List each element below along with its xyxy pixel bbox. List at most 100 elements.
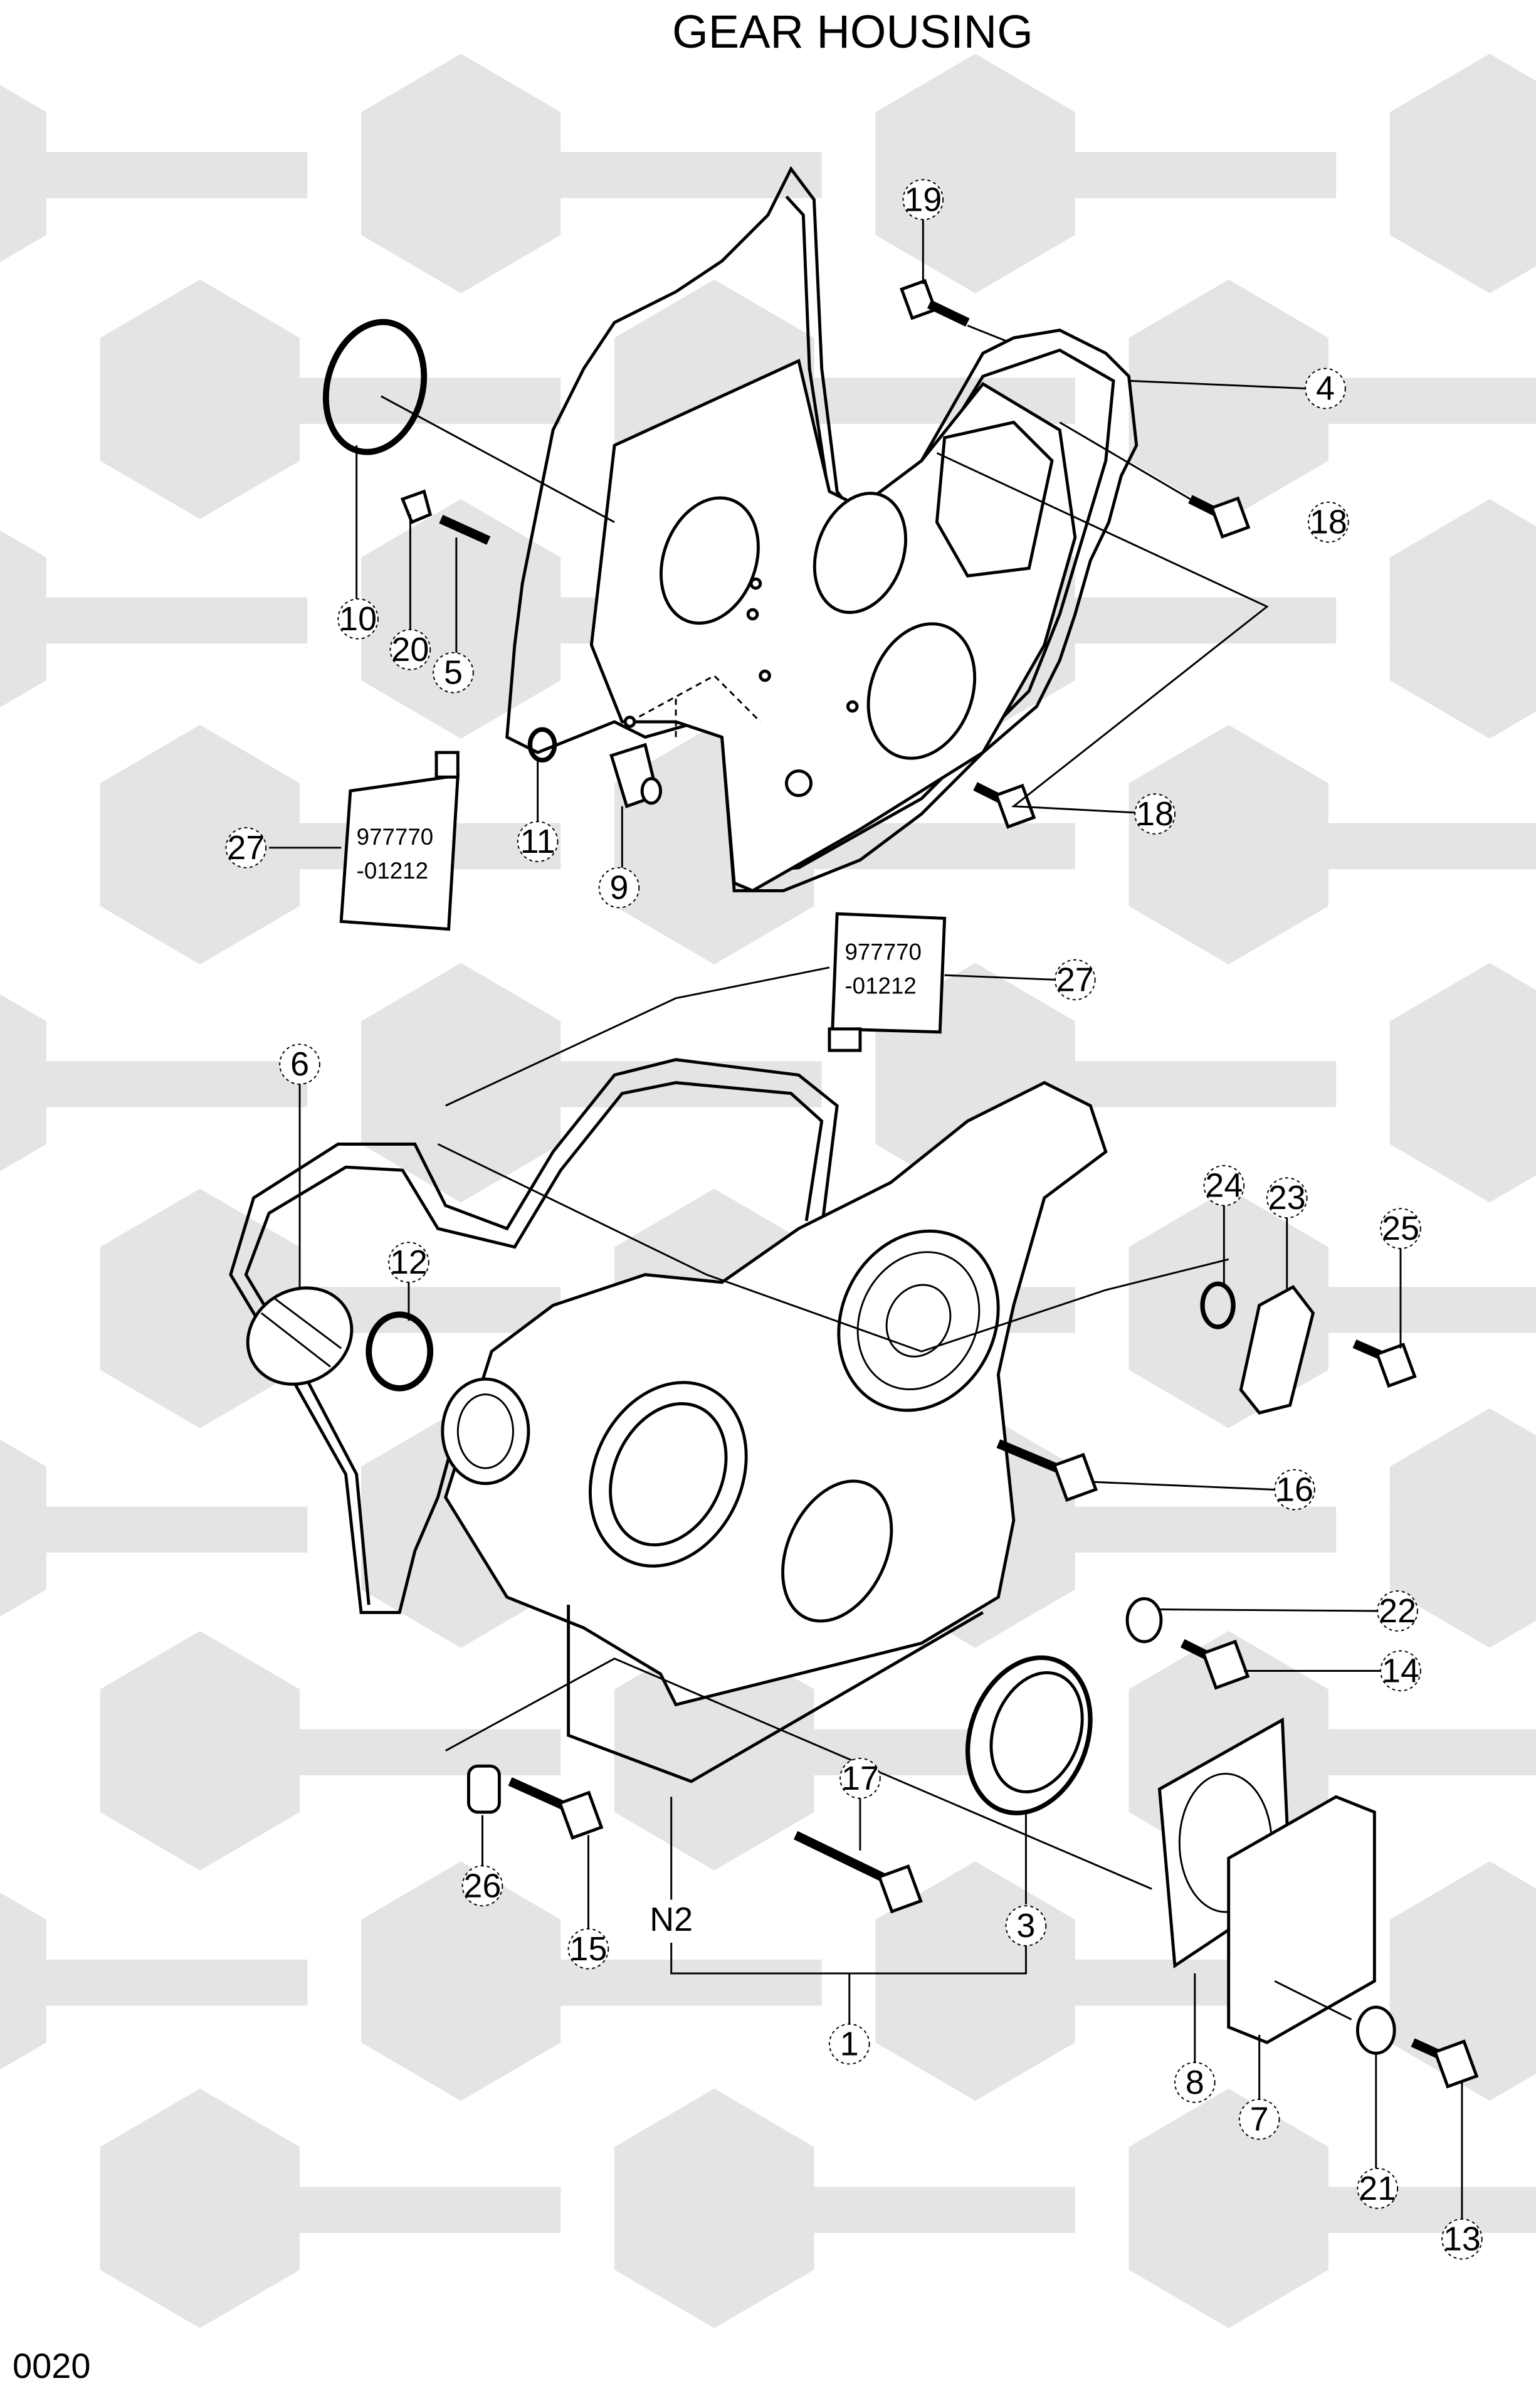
callout-label: 8 <box>1186 2064 1204 2101</box>
callout-label: 7 <box>1250 2101 1269 2138</box>
watermark-band <box>1389 1959 1536 2006</box>
callout-circle <box>1380 1650 1421 1692</box>
callout-19[interactable]: 19 <box>902 179 944 221</box>
callout-label: 18 <box>1136 795 1174 833</box>
callout-20[interactable]: 20 <box>389 629 431 670</box>
callout-label: 19 <box>904 181 942 218</box>
callout-circle <box>1377 1590 1418 1632</box>
callout-27[interactable]: 27 <box>225 827 267 869</box>
callout-label: 17 <box>841 1760 879 1797</box>
sealant-part-number: 977770 <box>357 824 434 850</box>
watermark-band <box>0 152 308 198</box>
watermark-band <box>361 152 822 198</box>
callout-label: 14 <box>1382 1652 1419 1689</box>
callout-15[interactable]: 15 <box>567 1928 609 1970</box>
callout-circle <box>1174 2062 1216 2103</box>
callout-1[interactable]: 1 <box>828 2023 870 2065</box>
page-number: 0020 <box>13 2346 91 2385</box>
sealant-part-number-suffix: -01212 <box>844 973 916 998</box>
watermark-band <box>0 597 308 644</box>
callout-16[interactable]: 16 <box>1274 1469 1315 1511</box>
watermark-band <box>614 2187 1075 2233</box>
callout-circle <box>1266 1177 1308 1219</box>
callout-11[interactable]: 11 <box>517 821 559 862</box>
callout-18[interactable]: 18 <box>1308 501 1349 543</box>
callout-circle <box>517 821 559 862</box>
callout-12[interactable]: 12 <box>388 1242 429 1283</box>
watermark-band <box>100 823 561 870</box>
watermark-band <box>100 2187 561 2233</box>
callout-label: 22 <box>1379 1592 1416 1630</box>
callout-label: 12 <box>390 1244 428 1281</box>
watermark-band <box>1389 597 1536 644</box>
callout-label: 3 <box>1016 1907 1035 1945</box>
callout-6[interactable]: 6 <box>279 1043 320 1085</box>
watermark-band <box>0 1959 308 2006</box>
callout-label: 23 <box>1268 1179 1306 1217</box>
callout-circle <box>1380 1208 1421 1249</box>
watermark-band <box>1389 152 1536 198</box>
callout-label: 13 <box>1443 2221 1481 2258</box>
callout-label: 9 <box>609 869 628 907</box>
cover-7 <box>1227 1795 1376 2044</box>
callout-label: 15 <box>570 1930 608 1968</box>
callout-26[interactable]: 26 <box>461 1865 503 1907</box>
watermark-band <box>0 1061 308 1107</box>
o-ring-24 <box>1200 1281 1236 1329</box>
callout-label: 6 <box>290 1045 309 1083</box>
watermark-layer <box>0 53 1536 2328</box>
callout-14[interactable]: 14 <box>1380 1650 1421 1692</box>
callout-circle <box>567 1928 609 1970</box>
oil-seal-3 <box>965 1655 1093 1815</box>
watermark-band <box>1128 1729 1536 1776</box>
callout-label: 5 <box>444 654 463 692</box>
callout-circle <box>388 1242 429 1283</box>
callout-25[interactable]: 25 <box>1380 1208 1421 1249</box>
washer-21 <box>1355 2005 1396 2055</box>
callout-circle <box>1308 501 1349 543</box>
callout-5[interactable]: 5 <box>433 652 474 694</box>
callout-10[interactable]: 10 <box>337 598 379 640</box>
callout-21[interactable]: 21 <box>1357 2167 1399 2209</box>
callout-circle <box>1357 2167 1399 2209</box>
callout-22[interactable]: 22 <box>1377 1590 1418 1632</box>
diagram-title: GEAR HOUSING <box>672 6 1033 58</box>
leader-lines <box>269 218 1463 2219</box>
bolt-17 <box>793 1830 923 1914</box>
watermark-band <box>1128 1287 1536 1333</box>
callout-label: N2 <box>650 1901 693 1938</box>
callout-18[interactable]: 18 <box>1134 793 1176 835</box>
sealant-tube-upper: 977770 -01212 <box>339 751 460 931</box>
bolt-25 <box>1352 1339 1417 1388</box>
callout-circle <box>279 1043 320 1085</box>
sealant-part-number-suffix: -01212 <box>357 858 428 884</box>
sealant-tube-lower: 977770 -01212 <box>828 912 947 1052</box>
callout-7[interactable]: 7 <box>1238 2098 1280 2140</box>
callout-23[interactable]: 23 <box>1266 1177 1308 1219</box>
gear-housing-front-cover <box>441 1080 1108 1783</box>
cover-plate-23 <box>1239 1285 1315 1415</box>
watermark-band <box>1389 1506 1536 1553</box>
o-ring-12 <box>366 1311 434 1391</box>
callout-circle <box>337 598 379 640</box>
callout-label: 1 <box>840 2025 859 2063</box>
callout-8[interactable]: 8 <box>1174 2062 1216 2103</box>
callout-4[interactable]: 4 <box>1305 367 1346 409</box>
callout-circle <box>1134 793 1176 835</box>
callout-9[interactable]: 9 <box>598 867 640 909</box>
callout-label: 4 <box>1316 370 1335 408</box>
callout-label: 27 <box>227 829 265 867</box>
callout-27[interactable]: 27 <box>1054 959 1096 1001</box>
callout-13[interactable]: 13 <box>1441 2218 1483 2260</box>
callout-circle <box>433 652 474 694</box>
callout-N2[interactable]: N2 <box>650 1901 693 1938</box>
callout-24[interactable]: 24 <box>1203 1164 1245 1207</box>
callout-17[interactable]: 17 <box>839 1758 881 1799</box>
callout-circle <box>839 1758 881 1799</box>
callout-label: 26 <box>464 1867 502 1904</box>
o-ring-11 <box>527 727 557 763</box>
callout-label: 18 <box>1310 504 1347 541</box>
callout-3[interactable]: 3 <box>1005 1905 1047 1946</box>
callout-label: 27 <box>1056 961 1094 998</box>
